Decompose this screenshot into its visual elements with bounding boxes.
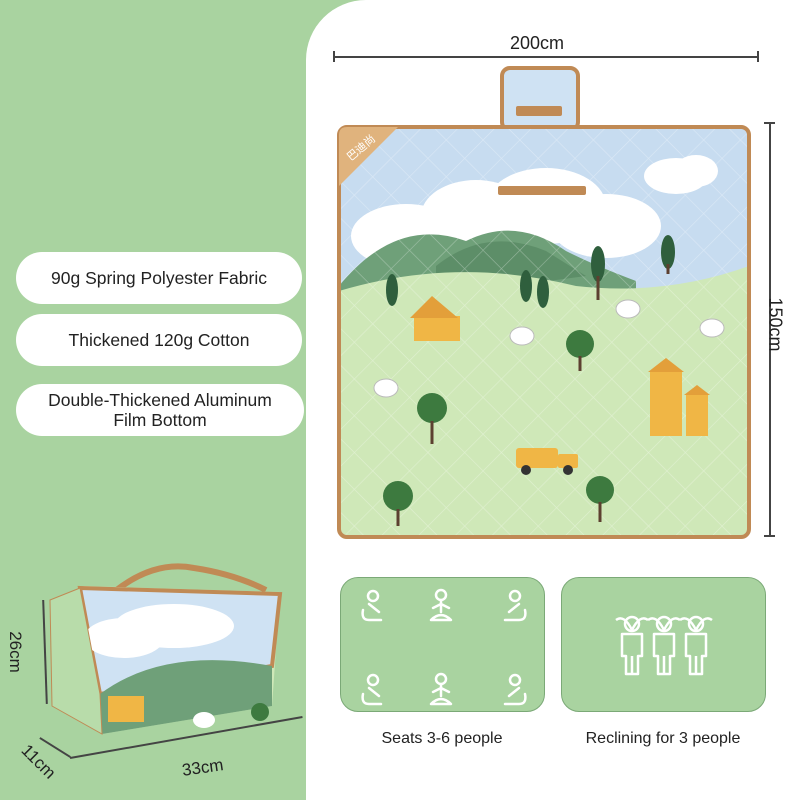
standing-person-icon bbox=[615, 615, 713, 676]
feature-bottom-label: Double-Thickened Aluminum Film Bottom bbox=[48, 390, 272, 430]
mat-width-line bbox=[333, 56, 758, 58]
mat-height-tick-top bbox=[764, 122, 775, 124]
mat-width-label: 200cm bbox=[510, 33, 565, 53]
picnic-mat-illustration bbox=[337, 66, 751, 539]
seating-caption: Seats 3-6 people bbox=[381, 730, 503, 747]
mat-width-tick-left bbox=[333, 51, 335, 62]
reclining-caption: Reclining for 3 people bbox=[585, 730, 741, 747]
folded-mat-illustration bbox=[49, 563, 283, 735]
mat-height-tick-bottom bbox=[764, 535, 775, 537]
feature-bottom: Double-Thickened Aluminum Film Bottom bbox=[16, 384, 304, 436]
mat-height-label: 150cm bbox=[765, 297, 786, 352]
folded-height-label: 26cm bbox=[5, 631, 25, 673]
mat-width-tick-right bbox=[757, 51, 759, 62]
folded-width-label: 33cm bbox=[180, 755, 225, 780]
seating-card bbox=[340, 577, 545, 712]
feature-fabric-label: 90g Spring Polyester Fabric bbox=[51, 268, 267, 288]
feature-fabric: 90g Spring Polyester Fabric bbox=[16, 252, 302, 304]
seated-person-icon bbox=[361, 588, 527, 706]
feature-cotton-label: Thickened 120g Cotton bbox=[68, 330, 250, 350]
feature-cotton: Thickened 120g Cotton bbox=[16, 314, 302, 366]
mat-height-line bbox=[769, 122, 771, 536]
reclining-card bbox=[561, 577, 766, 712]
